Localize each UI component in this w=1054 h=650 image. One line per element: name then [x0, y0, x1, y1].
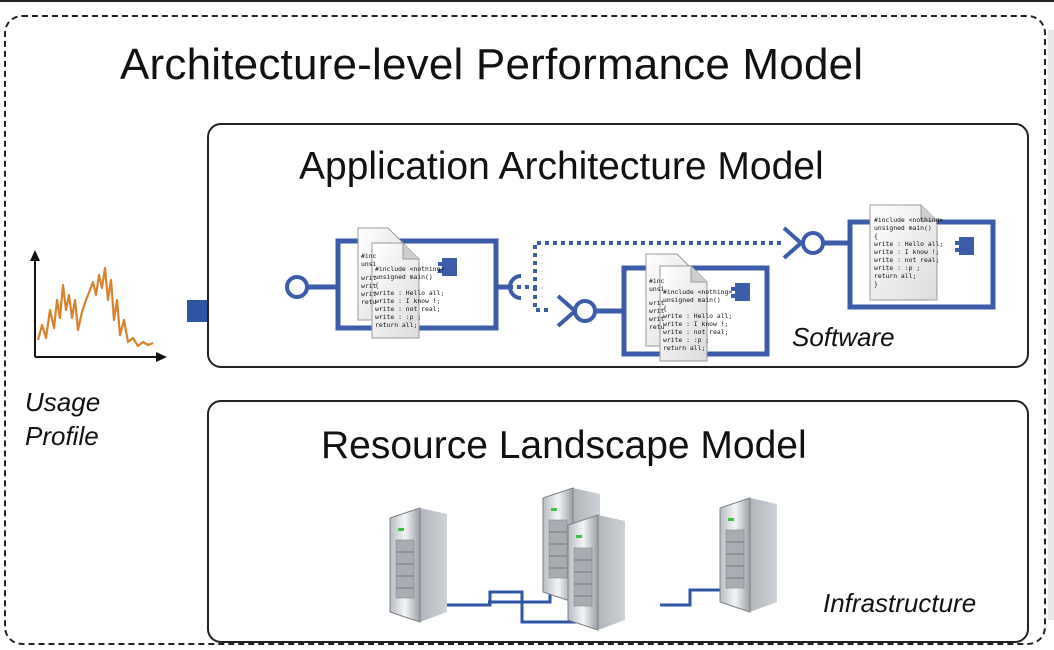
svg-text:writ: writ: [649, 299, 665, 307]
svg-text:unsigned main(): unsigned main(): [375, 273, 433, 281]
application-model-title: Application Architecture Model: [299, 145, 824, 188]
svg-text:return all;: return all;: [663, 344, 705, 352]
server-icon: [389, 507, 447, 623]
usage-profile-chart: [30, 250, 167, 362]
infrastructure-label: Infrastructure: [823, 588, 977, 618]
resource-model-title: Resource Landscape Model: [321, 424, 807, 467]
svg-text:#inc: #inc: [649, 277, 665, 285]
svg-text:return all;: return all;: [375, 321, 417, 329]
source-file-icon: #inc unsi writ writ writ retu #include <…: [357, 227, 444, 339]
svg-text:return all;: return all;: [874, 272, 916, 280]
svg-text:write : I know !;: write : I know !;: [375, 297, 440, 305]
svg-text:write : Hello all;: write : Hello all;: [874, 240, 943, 248]
svg-text:retu: retu: [361, 298, 377, 306]
network-cable: [432, 590, 590, 624]
usage-profile-label: Usage Profile: [25, 385, 100, 453]
svg-text:retu: retu: [649, 323, 665, 331]
svg-text:write : I know !;: write : I know !;: [874, 248, 939, 256]
svg-text:write : Hello all;: write : Hello all;: [663, 312, 732, 320]
svg-text:writ: writ: [649, 307, 665, 315]
svg-text:}: }: [874, 280, 878, 288]
svg-text:write : :p ;: write : :p ;: [874, 264, 920, 272]
network-cable: [660, 588, 722, 607]
source-file-icon: #inc unsi writ writ writ retu #include <…: [645, 253, 732, 362]
svg-text:unsigned main(): unsigned main(): [874, 224, 932, 232]
performance-model-frame: [4, 15, 1046, 645]
connector-line: [509, 241, 782, 289]
svg-text:writ: writ: [361, 290, 377, 298]
svg-text:{: {: [663, 304, 667, 312]
svg-text:#inc: #inc: [361, 252, 377, 260]
connector-line: [533, 287, 552, 312]
svg-text:unsi: unsi: [361, 260, 377, 268]
svg-text:unsigned main(): unsigned main(): [663, 296, 721, 304]
server-icon: [719, 497, 777, 613]
svg-text:writ: writ: [649, 315, 665, 323]
svg-text:write : :p ;: write : :p ;: [663, 336, 709, 344]
provided-interface-icon: [285, 275, 309, 299]
source-file-icon: #include <nothing> unsigned main() { wri…: [869, 204, 943, 301]
svg-text:unsi: unsi: [649, 285, 665, 293]
svg-text:#include <nothing>: #include <nothing>: [663, 288, 732, 296]
svg-text:write : not real;: write : not real;: [874, 256, 939, 264]
server-icon: [542, 487, 600, 603]
svg-text:write : :p ;: write : :p ;: [375, 313, 421, 321]
usage-profile-line2: Profile: [25, 421, 99, 451]
svg-text:#include <nothing>: #include <nothing>: [375, 265, 444, 273]
diagram-title: Architecture-level Performance Model: [120, 40, 864, 89]
software-label: Software: [792, 322, 895, 352]
svg-text:write : Hello all;: write : Hello all;: [375, 289, 444, 297]
svg-text:writ: writ: [361, 274, 377, 282]
svg-text:write : not real;: write : not real;: [663, 328, 728, 336]
right-edge-strip: [1048, 30, 1054, 620]
usage-profile-line1: Usage: [25, 387, 101, 417]
svg-text:write : I know !;: write : I know !;: [663, 320, 728, 328]
svg-text:#include <nothing>: #include <nothing>: [874, 216, 943, 224]
svg-text:{: {: [874, 232, 878, 240]
top-border-line: [0, 0, 1054, 2]
server-icon: [567, 514, 625, 631]
svg-text:writ: writ: [361, 282, 377, 290]
svg-text:{: {: [375, 281, 379, 289]
svg-text:write : not real;: write : not real;: [375, 305, 440, 313]
